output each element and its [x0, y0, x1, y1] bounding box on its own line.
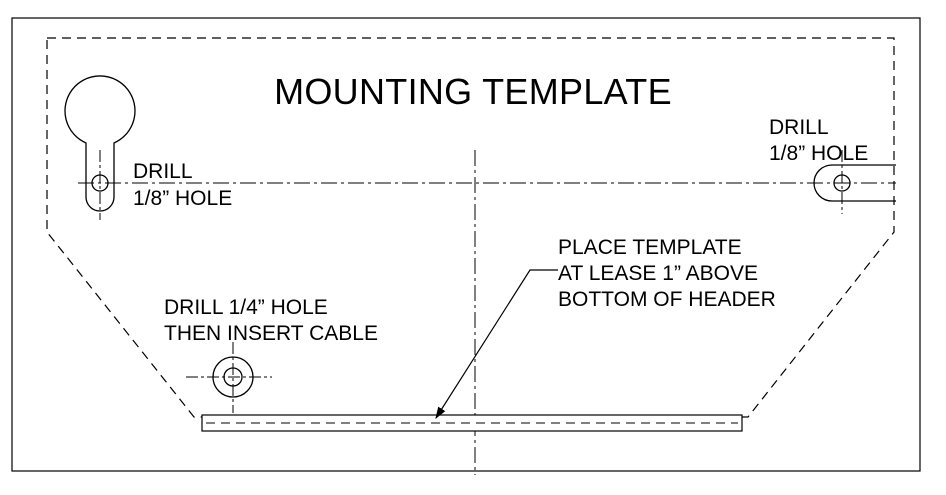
left-hole-note-line-1: DRILL	[133, 160, 193, 183]
placement-note-line-3: BOTTOM OF HEADER	[558, 288, 776, 311]
right-hole-note-line-2: 1/8” HOLE	[769, 142, 869, 165]
page-title: MOUNTING TEMPLATE	[274, 71, 672, 112]
right-slot	[813, 164, 896, 202]
header-bar	[201, 414, 743, 432]
cable-hole-note-line-1: DRILL 1/4” HOLE	[164, 296, 328, 319]
template-outline	[46, 37, 895, 418]
left-keyhole-slot	[64, 75, 136, 212]
placement-note-line-2: AT LEASE 1” ABOVE	[558, 262, 758, 285]
placement-leader-arrow	[435, 269, 558, 420]
right-hole-note-line-1: DRILL	[769, 116, 829, 139]
placement-note-line-1: PLACE TEMPLATE	[558, 236, 742, 259]
drawing-border	[11, 17, 921, 472]
left-hole-note-line-2: 1/8” HOLE	[133, 187, 233, 210]
cable-hole-note-line-2: THEN INSERT CABLE	[164, 322, 378, 345]
